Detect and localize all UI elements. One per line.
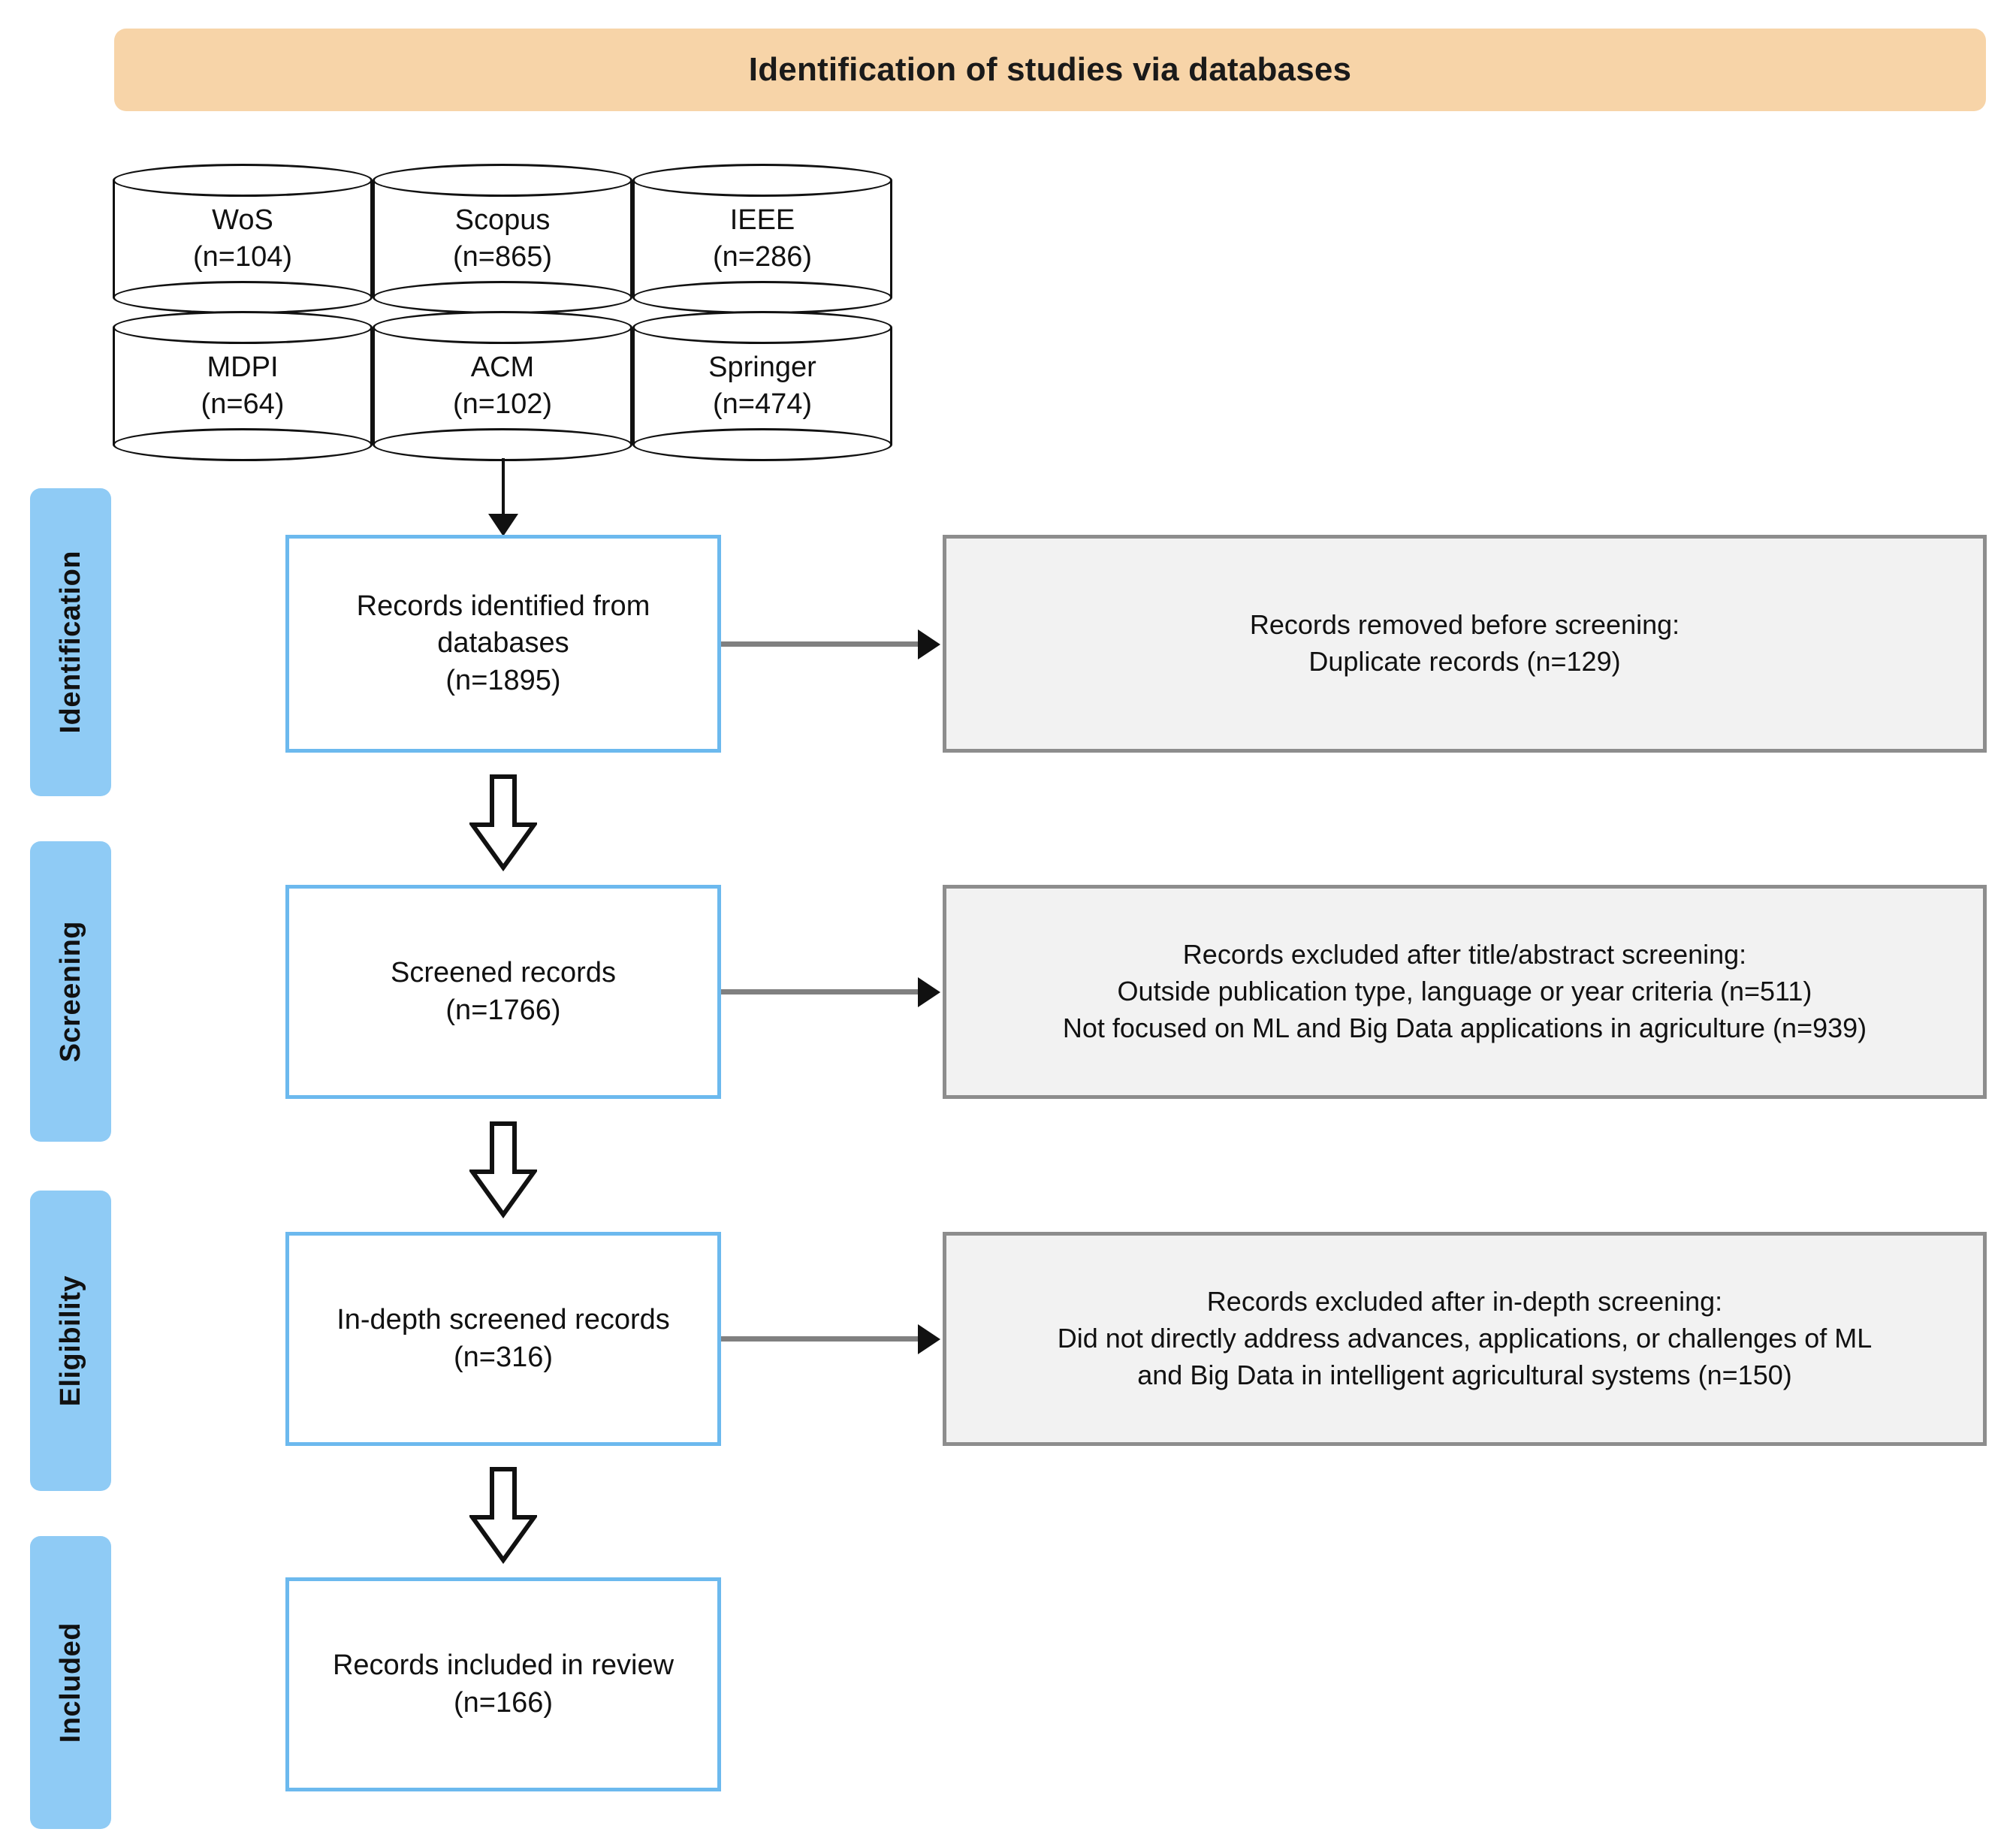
database-cylinder-acm: ACM (n=102) [373,311,632,461]
database-name: MDPI [207,352,279,384]
cylinder-label: MDPI (n=64) [113,311,373,461]
excl-line-2: Outside publication type, language or ye… [1117,976,1812,1007]
box-records-excluded-title-abstract: Records excluded after title/abstract sc… [943,885,1987,1099]
box-line-2: (n=316) [453,1341,554,1373]
database-row-bottom: MDPI (n=64) ACM (n=102) Springer (n=474) [113,311,894,461]
box-text: In-depth screened records (n=316) [337,1302,670,1376]
box-screened-records: Screened records (n=1766) [285,885,721,1099]
arrowhead-screened-to-excluded [918,977,940,1007]
box-line-2: databases [437,627,569,659]
cylinder-top-ellipse [632,164,892,197]
database-name: Springer [708,352,816,384]
cylinder-label: Scopus (n=865) [373,164,632,314]
stage-label-text: Eligibility [54,1275,86,1407]
stage-label-identification: Identification [30,488,111,796]
stage-label-eligibility: Eligibility [30,1191,111,1491]
cylinder-bottom-ellipse [632,428,892,461]
database-name: ACM [470,352,535,384]
stage-label-text: Identification [54,551,86,734]
cylinder-body [373,180,632,297]
box-text: Screened records (n=1766) [391,955,616,1029]
connector-line-databases-to-identified [502,458,505,517]
stage-label-included: Included [30,1536,111,1829]
cylinder-body [373,327,632,445]
cylinder-label: Springer (n=474) [632,311,892,461]
box-text: Records included in review (n=166) [333,1647,674,1722]
box-records-included: Records included in review (n=166) [285,1577,721,1791]
cylinder-body [632,327,892,445]
database-count: (n=865) [452,241,553,273]
database-count: (n=104) [192,241,293,273]
database-name: WoS [212,204,273,237]
cylinder-top-ellipse [632,311,892,344]
box-records-identified: Records identified from databases (n=189… [285,535,721,753]
database-count: (n=286) [712,241,813,273]
cylinder-body [113,327,373,445]
header-banner: Identification of studies via databases [114,29,1986,111]
block-arrow-identified-to-screened [469,774,537,871]
box-line-1: Screened records [391,957,616,989]
box-line-2: (n=166) [453,1686,554,1719]
stage-label-text: Included [54,1622,86,1743]
box-line-3: (n=1895) [445,664,561,696]
cylinder-body [113,180,373,297]
arrowhead-indepth-to-excluded [918,1324,940,1354]
box-text: Records identified from databases (n=189… [357,588,650,699]
cylinder-top-ellipse [373,164,632,197]
box-line-1: Records identified from [356,590,650,622]
database-cylinder-springer: Springer (n=474) [632,311,892,461]
box-line-1: In-depth screened records [337,1304,670,1336]
arrowhead-databases-to-identified [488,514,518,536]
excl-line-2: Duplicate records (n=129) [1308,646,1621,677]
block-arrow-screened-to-indepth [469,1121,537,1218]
cylinder-bottom-ellipse [113,428,373,461]
excl-line-1: Records removed before screening: [1249,609,1680,641]
database-cylinder-scopus: Scopus (n=865) [373,164,632,314]
excl-line-1: Records excluded after title/abstract sc… [1182,939,1747,970]
box-records-removed-duplicates: Records removed before screening: Duplic… [943,535,1987,753]
cylinder-label: ACM (n=102) [373,311,632,461]
box-indepth-screened-records: In-depth screened records (n=316) [285,1232,721,1446]
excl-line-2: Did not directly address advances, appli… [1057,1323,1873,1354]
database-row-top: WoS (n=104) Scopus (n=865) IEEE (n=286) [113,164,894,314]
database-cylinder-ieee: IEEE (n=286) [632,164,892,314]
database-sources-group: WoS (n=104) Scopus (n=865) IEEE (n=286) [113,164,894,461]
connector-line-identified-to-duplicates [721,641,920,647]
database-count: (n=102) [452,388,553,420]
cylinder-top-ellipse [373,311,632,344]
excl-text: Records removed before screening: Duplic… [1250,607,1679,681]
box-line-2: (n=1766) [445,994,561,1026]
cylinder-body [632,180,892,297]
excl-text: Records excluded after title/abstract sc… [1063,937,1867,1047]
database-name: Scopus [454,204,551,237]
excl-line-3: Not focused on ML and Big Data applicati… [1062,1012,1867,1043]
connector-line-screened-to-excluded [721,989,920,994]
database-name: IEEE [729,204,795,237]
cylinder-label: IEEE (n=286) [632,164,892,314]
database-count: (n=474) [712,388,813,420]
database-cylinder-mdpi: MDPI (n=64) [113,311,373,461]
database-count: (n=64) [201,388,285,420]
box-records-excluded-in-depth: Records excluded after in-depth screenin… [943,1232,1987,1446]
page-title: Identification of studies via databases [748,51,1352,88]
cylinder-label: WoS (n=104) [113,164,373,314]
database-cylinder-wos: WoS (n=104) [113,164,373,314]
stage-label-screening: Screening [30,841,111,1142]
box-line-1: Records included in review [332,1649,675,1682]
cylinder-top-ellipse [113,164,373,197]
excl-text: Records excluded after in-depth screenin… [1058,1284,1873,1394]
excl-line-1: Records excluded after in-depth screenin… [1206,1286,1723,1317]
arrowhead-identified-to-duplicates [918,629,940,659]
stage-label-text: Screening [54,920,86,1063]
connector-line-indepth-to-excluded [721,1336,920,1342]
block-arrow-indepth-to-included [469,1466,537,1564]
cylinder-top-ellipse [113,311,373,344]
excl-line-3: and Big Data in intelligent agricultural… [1137,1359,1792,1390]
